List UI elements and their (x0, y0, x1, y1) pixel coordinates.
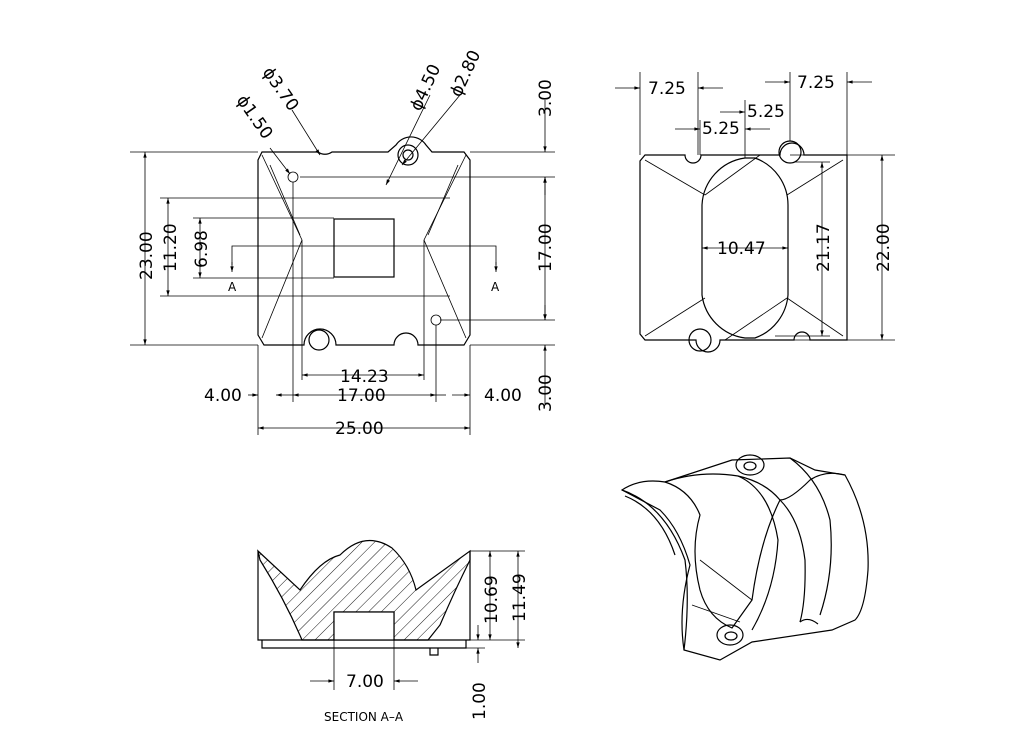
side-view: 7.25 7.25 5.25 5.25 10.47 21.17 22.00 (615, 72, 895, 353)
dim-10-69: 10.69 (482, 575, 502, 624)
dim-17-00-vertical: 17.00 (536, 223, 556, 272)
dim-5-25-a: 5.25 (747, 102, 785, 122)
dim-17-00-horizontal: 17.00 (337, 386, 386, 406)
section-mark-right: A (491, 280, 500, 294)
isometric-view (620, 454, 869, 661)
dim-14-23: 14.23 (340, 367, 389, 387)
dim-11-20: 11.20 (161, 223, 181, 272)
dim-7-25-left: 7.25 (648, 79, 686, 99)
section-view: 10.69 11.49 1.00 7.00 SECTION A–A (256, 539, 530, 724)
dim-6-98: 6.98 (192, 230, 212, 268)
hatched-lens-section (256, 539, 471, 641)
dim-7-00: 7.00 (346, 672, 384, 692)
dim-11-49: 11.49 (510, 573, 530, 622)
dim-4-00-left: 4.00 (204, 386, 242, 406)
front-view: A A 23.00 11.20 6.98 3.00 17.00 3.00 14.… (130, 47, 556, 439)
dim-3-00-top: 3.00 (536, 79, 556, 117)
dim-21-17: 21.17 (814, 223, 834, 272)
dim-1-00: 1.00 (470, 682, 490, 720)
dim-phi-3-70: ϕ3.70 (258, 63, 303, 115)
dim-phi-1-50: ϕ1.50 (232, 91, 277, 143)
dim-10-47: 10.47 (717, 239, 766, 259)
dim-4-00-right: 4.00 (484, 386, 522, 406)
dim-25-00: 25.00 (335, 419, 384, 439)
dim-23-00: 23.00 (137, 231, 157, 280)
dim-phi-4-50: ϕ4.50 (406, 61, 445, 114)
dim-22-00: 22.00 (874, 223, 894, 272)
section-mark-left: A (228, 280, 237, 294)
dim-7-25-right: 7.25 (797, 73, 835, 93)
section-title: SECTION A–A (324, 710, 404, 724)
dim-3-00-bottom: 3.00 (536, 374, 556, 412)
dim-5-25-b: 5.25 (702, 119, 740, 139)
dim-phi-2-80: ϕ2.80 (446, 47, 485, 100)
